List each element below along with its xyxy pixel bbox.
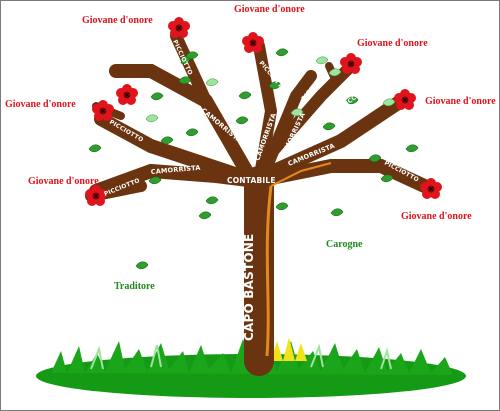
giovane-top-label: Giovane d'onore bbox=[234, 4, 305, 15]
giovane-topleft-label: Giovane d'onore bbox=[82, 15, 153, 26]
contabile-label: CONTABILE bbox=[227, 176, 276, 185]
trunk-highlight bbox=[265, 185, 273, 357]
outer-labels: Giovane d'onore Giovane d'onore Giovane … bbox=[5, 4, 496, 292]
capo-bastone-label: CAPO BASTONE bbox=[242, 234, 256, 341]
traditore-label: Traditore bbox=[114, 281, 155, 292]
tree-branches bbox=[85, 30, 438, 376]
picciotto-6-label: PICCIOTTO bbox=[341, 81, 375, 110]
giovane-left-label: Giovane d'onore bbox=[5, 99, 76, 110]
giovane-right-label: Giovane d'onore bbox=[425, 96, 496, 107]
grass-ground bbox=[36, 337, 466, 398]
giovane-topright-label: Giovane d'onore bbox=[357, 38, 428, 49]
giovane-rightlow-label: Giovane d'onore bbox=[401, 211, 472, 222]
giovane-leftlow-label: Giovane d'onore bbox=[28, 176, 99, 187]
carogne-label: Carogne bbox=[326, 239, 363, 250]
